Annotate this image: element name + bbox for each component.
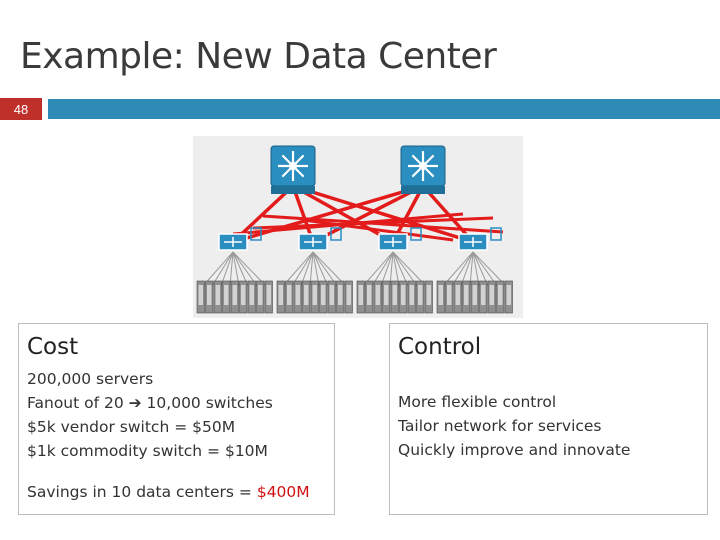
cost-line: $5k vendor switch = $50M xyxy=(27,418,236,436)
control-line: Quickly improve and innovate xyxy=(398,441,631,459)
server-link-line xyxy=(472,251,489,287)
title-accent-bar xyxy=(48,99,720,119)
core-switch-icon xyxy=(270,145,316,194)
server-link-line xyxy=(282,251,314,287)
cross-link-line xyxy=(302,218,454,242)
server-link-line xyxy=(309,251,314,287)
server-link-line xyxy=(312,251,329,287)
server-link-line xyxy=(229,251,234,287)
uplink-line xyxy=(292,184,474,244)
aggregation-switch-icon xyxy=(458,227,502,251)
server-link-line xyxy=(469,251,474,287)
cross-link-line xyxy=(262,214,504,234)
cost-line: 200,000 servers xyxy=(27,370,154,388)
server-link-line xyxy=(472,251,480,287)
cost-box: Cost 200,000 servers Fanout of 20 ➔ 10,0… xyxy=(18,323,335,515)
server-link-line xyxy=(232,251,267,287)
server-link-line xyxy=(312,251,347,287)
slide-number: 48 xyxy=(0,98,42,120)
control-heading: Control xyxy=(398,334,482,360)
savings-value: $400M xyxy=(256,483,310,501)
network-diagram-svg xyxy=(196,145,513,314)
uplink-line xyxy=(291,185,315,243)
aggregation-switch-icon xyxy=(298,227,342,251)
cost-line: $1k commodity switch = $10M xyxy=(27,442,268,460)
server-link-line xyxy=(202,251,234,287)
server-link-line xyxy=(472,251,507,287)
server-rack-icon xyxy=(276,280,353,314)
server-link-line xyxy=(232,251,240,287)
cost-lines: 200,000 servers Fanout of 20 ➔ 10,000 sw… xyxy=(27,367,273,463)
aggregation-switch-icon xyxy=(218,227,262,251)
server-link-line xyxy=(291,251,314,287)
server-link-line xyxy=(392,251,409,287)
server-link-line xyxy=(442,251,474,287)
server-link-line xyxy=(472,251,498,287)
control-lines: More flexible control Tailor network for… xyxy=(398,390,630,462)
server-link-line xyxy=(312,251,338,287)
page-title: Example: New Data Center xyxy=(20,36,497,77)
server-link-line xyxy=(312,251,320,287)
server-link-line xyxy=(232,251,258,287)
server-rack-icon xyxy=(436,280,513,314)
uplink-line xyxy=(292,184,394,244)
server-link-line xyxy=(451,251,474,287)
control-box: Control More flexible control Tailor net… xyxy=(389,323,708,515)
cross-link-line xyxy=(232,212,464,236)
server-link-line xyxy=(389,251,394,287)
server-link-line xyxy=(392,251,418,287)
server-link-line xyxy=(362,251,394,287)
network-diagram xyxy=(193,136,523,318)
server-link-line xyxy=(371,251,394,287)
server-rack-icon xyxy=(356,280,433,314)
savings-label: Savings in 10 data centers = xyxy=(27,483,257,501)
control-line: Tailor network for services xyxy=(398,417,602,435)
server-link-line xyxy=(392,251,400,287)
server-link-line xyxy=(220,251,234,287)
cost-line: Fanout of 20 ➔ 10,000 switches xyxy=(27,394,273,412)
control-line: More flexible control xyxy=(398,393,557,411)
server-rack-icon xyxy=(196,280,273,314)
server-link-line xyxy=(392,251,427,287)
server-link-line xyxy=(300,251,314,287)
server-link-line xyxy=(232,251,249,287)
server-link-line xyxy=(460,251,474,287)
cost-heading: Cost xyxy=(27,334,79,360)
aggregation-switch-icon xyxy=(378,227,422,251)
server-link-line xyxy=(211,251,234,287)
core-switch-icon xyxy=(400,145,446,194)
savings-line: Savings in 10 data centers = $400M xyxy=(27,483,310,501)
server-link-line xyxy=(380,251,394,287)
